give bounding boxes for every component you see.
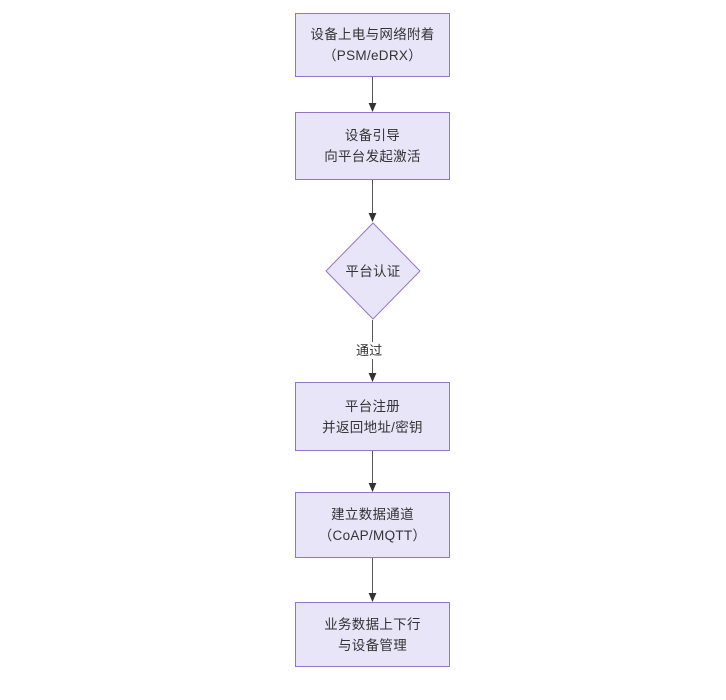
- node-line: 建立数据通道: [331, 507, 414, 522]
- node-line: 并返回地址/密钥: [322, 419, 423, 435]
- edge-n1-n2: [366, 77, 379, 113]
- node-line: （CoAP/MQTT）: [318, 528, 427, 543]
- node-platform-register[interactable]: 平台注册 并返回地址/密钥: [295, 382, 450, 451]
- edge-n4-n5: [366, 451, 379, 493]
- node-device-power-on[interactable]: 设备上电与网络附着 （PSM/eDRX）: [295, 13, 450, 77]
- node-line: 向平台发起激活: [324, 149, 421, 164]
- node-line: 平台认证: [345, 263, 401, 279]
- node-line: 设备上电与网络附着: [310, 27, 435, 42]
- node-line: 业务数据上下行: [324, 616, 421, 632]
- node-business-data-and-device-mgmt[interactable]: 业务数据上下行 与设备管理: [295, 602, 450, 667]
- diamond-shape: [325, 222, 421, 320]
- edge-n2-n3: [366, 180, 379, 223]
- node-line: （PSM/eDRX）: [322, 48, 423, 63]
- edge-n5-n6: [366, 558, 379, 603]
- node-line: 设备引导: [344, 128, 401, 143]
- node-line: 平台注册: [344, 398, 401, 414]
- node-line: 与设备管理: [338, 637, 407, 653]
- edge-label-pass: 通过: [354, 342, 385, 359]
- node-device-bootstrap[interactable]: 设备引导 向平台发起激活: [295, 112, 450, 180]
- node-platform-auth-decision[interactable]: 平台认证: [325, 222, 421, 320]
- node-establish-data-channel[interactable]: 建立数据通道 （CoAP/MQTT）: [295, 492, 450, 558]
